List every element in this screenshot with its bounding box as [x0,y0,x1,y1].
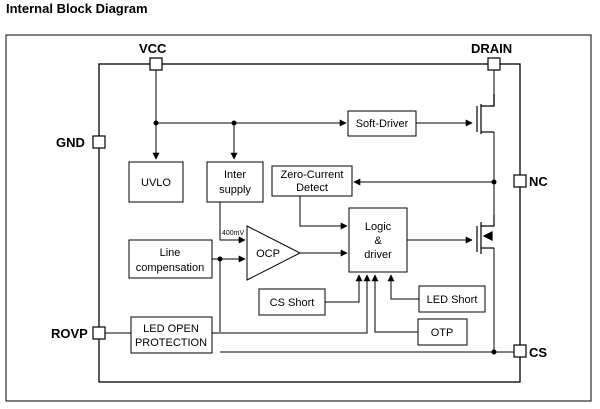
cs-pin [513,344,527,358]
gnd-pin [92,135,106,149]
gnd-label: GND [56,135,85,150]
line-comp-label-1: Line [160,247,181,259]
lower-mosfet [476,215,495,254]
zero-current-block [271,165,353,197]
logic-driver-label-2: & [374,235,382,247]
rovp-label: ROVP [51,326,88,341]
logic-driver-label-1: Logic [365,221,392,233]
line-comp-block [128,239,213,279]
soft-driver-label: Soft-Driver [356,118,409,130]
led-open-block [130,316,213,354]
ocp-label: OCP [256,248,280,260]
wires [105,70,514,353]
vcc-pin [149,57,163,71]
inter-supply-label-2: supply [219,184,251,196]
led-open-label-1: LED OPEN [143,323,199,335]
uvlo-block [128,161,184,203]
inter-supply-label-1: Inter [224,169,246,181]
junction-dots [153,120,497,355]
cs-short-label: CS Short [270,297,315,309]
cs-label: CS [529,345,547,360]
ocp-ref-label: 400mV [222,230,245,237]
line-comp-label-2: compensation [136,262,205,274]
ocp-comparator [246,225,302,281]
uvlo-label: UVLO [141,177,171,189]
rovp-pin [92,326,106,340]
otp-label: OTP [431,327,454,339]
chip-boundary [98,63,521,383]
upper-mosfet [476,94,495,134]
inter-supply-block [206,161,264,203]
led-short-label: LED Short [427,294,478,306]
soft-driver-block [347,110,417,137]
diagram-title: Internal Block Diagram [6,1,148,16]
drain-pin [487,57,501,71]
zero-current-label-2: Detect [296,182,328,194]
vcc-label: VCC [139,41,167,56]
led-short-block [418,285,486,313]
drain-label: DRAIN [471,41,512,56]
nc-label: NC [529,174,548,189]
logic-driver-block [348,207,408,273]
nc-pin [513,174,527,188]
logic-driver-label-3: driver [364,249,392,261]
outer-frame [5,34,592,402]
led-open-label-2: PROTECTION [135,337,207,349]
zero-current-label-1: Zero-Current [281,169,344,181]
